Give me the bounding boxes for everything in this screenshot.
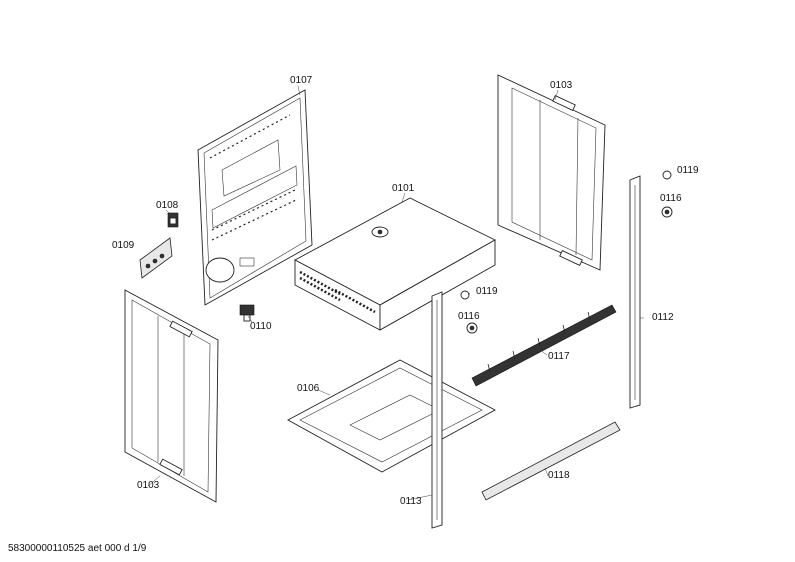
label-0107: 0107 <box>290 75 313 86</box>
label-0109: 0109 <box>112 240 135 251</box>
label-0117: 0117 <box>548 351 570 362</box>
label-0108: 0108 <box>156 200 179 211</box>
part-0108-clip <box>167 212 179 228</box>
part-0110-bracket <box>239 304 255 322</box>
label-0101: 0101 <box>392 183 415 194</box>
part-0118-rail <box>481 421 621 501</box>
part-0117-rail <box>471 304 617 387</box>
part-0119-fitting-b <box>662 170 672 180</box>
part-0106-floor <box>287 359 496 473</box>
label-0118: 0118 <box>548 470 570 481</box>
label-0116-b: 0116 <box>660 193 682 204</box>
part-0112-rail <box>629 175 641 409</box>
label-0110: 0110 <box>250 321 272 332</box>
part-0109-control <box>139 237 173 279</box>
document-footer-id: 58300000110525 aet 000 d 1/9 <box>8 543 147 554</box>
label-0116-a: 0116 <box>458 311 480 322</box>
label-0119-a: 0119 <box>476 286 498 297</box>
leader-lines <box>147 85 644 501</box>
part-0113-rail <box>431 291 443 529</box>
label-0112: 0112 <box>652 312 674 323</box>
label-0119-b: 0119 <box>677 165 699 176</box>
part-0116-fitting-b <box>661 206 673 218</box>
label-0106: 0106 <box>297 383 320 394</box>
part-0119-fitting-a <box>460 290 470 300</box>
part-0116-fitting-a <box>466 322 478 334</box>
part-0107-panel <box>197 89 313 306</box>
part-0101-oven-body <box>294 197 496 331</box>
label-0103-bottom: 0103 <box>137 480 160 491</box>
label-0113: 0113 <box>400 496 422 507</box>
label-0103-top: 0103 <box>550 80 573 91</box>
part-0103-bottom-panel <box>124 289 219 503</box>
part-0103-top-panel <box>497 74 606 271</box>
